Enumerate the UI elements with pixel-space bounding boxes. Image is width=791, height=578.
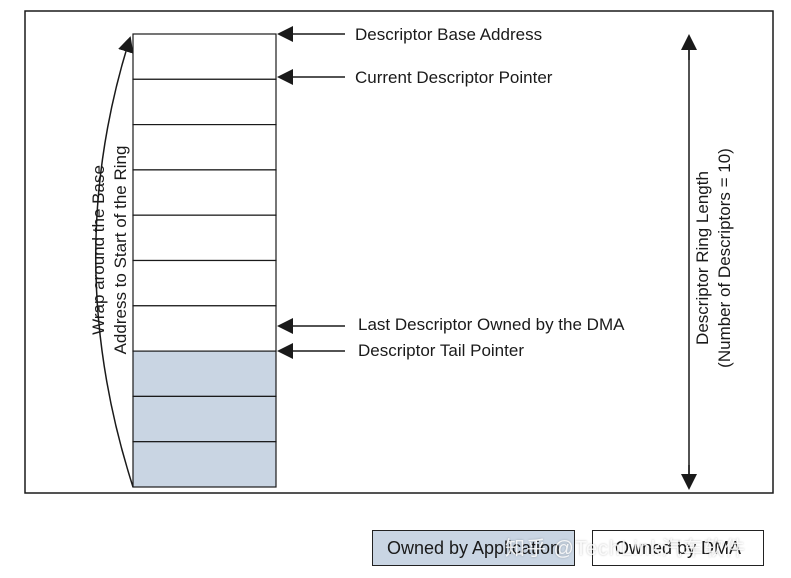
wrap-around-arrow: [95, 36, 134, 488]
current-pointer-label: Current Descriptor Pointer: [355, 68, 553, 87]
watermark: 知乎 @TechLink汽车软件: [505, 538, 746, 560]
descriptor-slot-dma: [132, 259, 277, 307]
wrap-label-line1: Wrap around the Base: [89, 165, 108, 335]
descriptor-slot-dma: [132, 78, 277, 126]
descriptor-slot-dma: [132, 123, 277, 171]
wrap-label-line2: Address to Start of the Ring: [111, 146, 130, 355]
legend-owned-by-application: Owned by Application: [372, 530, 575, 566]
last-dma-label: Last Descriptor Owned by the DMA: [358, 315, 625, 334]
descriptor-slot-application: [132, 350, 277, 398]
descriptor-slot-dma: [132, 169, 277, 216]
base-address-label: Descriptor Base Address: [355, 25, 542, 44]
tail-pointer-label: Descriptor Tail Pointer: [358, 341, 524, 360]
legend-dma-label: Owned by DMA: [614, 537, 742, 558]
descriptor-slot-dma: [132, 33, 277, 80]
descriptor-slot-application: [132, 441, 277, 488]
descriptor-slot-dma: [132, 305, 277, 352]
descriptor-slot-application: [132, 395, 277, 443]
legend-application-label: Owned by Application: [386, 537, 561, 558]
descriptor-ring-slots: [132, 33, 277, 488]
ring-length-line1: Descriptor Ring Length: [693, 171, 712, 345]
descriptor-slot-dma: [132, 214, 277, 262]
wrap-around-label: Wrap around the Base Address to Start of…: [89, 146, 130, 355]
ring-length-label: Descriptor Ring Length (Number of Descri…: [693, 148, 734, 368]
legend-owned-by-dma: Owned by DMA: [592, 530, 764, 566]
ring-length-line2: (Number of Descriptors = 10): [715, 148, 734, 368]
